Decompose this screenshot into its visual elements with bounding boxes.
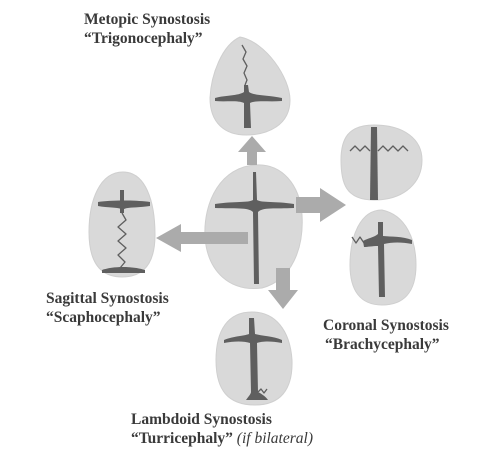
coronal-term: “Brachycephaly” xyxy=(325,336,440,353)
arrow-up xyxy=(238,136,266,165)
sagittal-lambdoid-bar xyxy=(102,267,145,273)
lambdoid-suture-fill xyxy=(224,318,282,400)
coronal-suture-line xyxy=(349,145,409,152)
sagittal-name: Sagittal Synostosis xyxy=(46,290,169,307)
metopic-skull-outline xyxy=(209,36,291,136)
coronal-skull-unicoronal xyxy=(349,209,417,306)
lambdoid-skull xyxy=(215,311,293,406)
coronal-name: Coronal Synostosis xyxy=(323,317,449,334)
metopic-term: “Trigonocephaly” xyxy=(84,30,203,47)
metopic-skull-sutures xyxy=(215,85,282,128)
sagittal-suture-stem xyxy=(120,190,124,213)
metopic-label: Metopic Synostosis “Trigonocephaly” xyxy=(84,10,210,48)
unicoronal-suture-fill xyxy=(363,222,412,297)
coronal-skull-outline xyxy=(340,124,423,201)
normal-skull xyxy=(204,164,303,289)
lambdoid-label: Lambdoid Synostosis “Turricephaly” (if b… xyxy=(131,410,313,448)
sagittal-suture-line xyxy=(117,212,127,269)
normal-skull-sutures xyxy=(215,172,294,284)
arrow-down xyxy=(268,268,298,309)
metopic-name: Metopic Synostosis xyxy=(84,11,211,28)
sagittal-skull-outline xyxy=(88,171,156,278)
lambdoid-suture-line xyxy=(257,388,268,394)
lambdoid-name: Lambdoid Synostosis xyxy=(131,411,272,428)
metopic-skull xyxy=(209,36,291,136)
metopic-suture-line xyxy=(241,44,248,86)
coronal-label: Coronal Synostosis “Brachycephaly” xyxy=(323,316,449,354)
coronal-suture-stem xyxy=(370,127,378,200)
unicoronal-suture-line xyxy=(351,236,365,244)
sagittal-term: “Scaphocephaly” xyxy=(46,309,161,326)
coronal-skull-bicoronal xyxy=(340,124,423,201)
lambdoid-term-line: “Turricephaly” (if bilateral) xyxy=(131,429,313,448)
lambdoid-note: (if bilateral) xyxy=(236,430,313,447)
sagittal-skull xyxy=(88,171,156,278)
arrow-left xyxy=(156,224,248,252)
arrow-right xyxy=(296,188,346,222)
lambdoid-term: “Turricephaly” xyxy=(131,430,233,447)
sagittal-label: Sagittal Synostosis “Scaphocephaly” xyxy=(46,289,169,327)
